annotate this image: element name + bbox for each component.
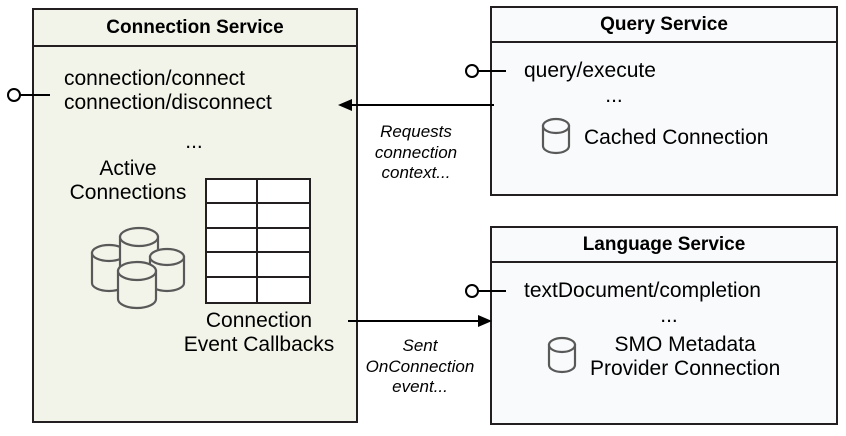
cached-connection-store: Cached Connection [540, 115, 768, 162]
connector-label-sent-onconnection-event: Sent OnConnection event... [365, 336, 475, 397]
table-cell [207, 204, 258, 229]
table-cell [258, 277, 309, 302]
smo-metadata-provider-store: SMO Metadata Provider Connection [546, 333, 780, 381]
active-connections-cylinder-cluster [82, 225, 192, 313]
table-cell [207, 228, 258, 254]
lollipop-icon-query-service[interactable] [464, 61, 506, 81]
operation-query-execute[interactable]: query/execute [524, 59, 656, 82]
table-cell [207, 180, 258, 205]
operation-disconnect[interactable]: connection/disconnect [64, 91, 272, 115]
cached-connection-label: Cached Connection [584, 126, 769, 150]
table-cell [207, 277, 258, 302]
operation-connect[interactable]: connection/connect [64, 67, 245, 90]
language-service-body: textDocument/completion ... SMO Metadata… [492, 263, 836, 423]
language-service-ellipsis: ... [660, 304, 678, 327]
query-service-body: query/execute ... Cached Connection [492, 43, 836, 194]
table-cell [258, 253, 309, 278]
component-language-service[interactable]: Language Service textDocument/completion… [490, 226, 838, 425]
connection-service-operations: connection/connect connection/disconnect [64, 67, 272, 116]
connector-connection-to-language [348, 312, 494, 330]
connection-event-callbacks-table [205, 178, 311, 304]
lollipop-icon-connection-service[interactable] [6, 85, 50, 105]
table-cell [258, 228, 309, 254]
table-cell [258, 204, 309, 229]
query-service-ellipsis: ... [605, 84, 623, 107]
query-service-title: Query Service [492, 8, 836, 43]
table-cell [207, 253, 258, 278]
table-cell [258, 180, 309, 205]
connection-service-title: Connection Service [34, 10, 356, 47]
database-cylinder-icon [540, 115, 572, 162]
connection-event-callbacks-caption: Connection Event Callbacks [183, 309, 335, 357]
connector-query-to-connection [336, 96, 494, 114]
component-connection-service[interactable]: Connection Service connection/connect co… [32, 8, 358, 423]
language-service-title: Language Service [492, 228, 836, 263]
component-query-service[interactable]: Query Service query/execute ... Cached C… [490, 6, 838, 196]
smo-metadata-provider-label: SMO Metadata Provider Connection [590, 333, 781, 381]
database-cylinder-icon [546, 334, 578, 381]
connection-service-ellipsis: ... [185, 130, 203, 153]
connection-service-body: connection/connect connection/disconnect… [34, 47, 356, 421]
operation-textdocument-completion[interactable]: textDocument/completion [524, 279, 761, 302]
connector-label-requests-connection-context: Requests connection context... [374, 122, 458, 183]
active-connections-caption: Active Connections [69, 157, 187, 205]
lollipop-icon-language-service[interactable] [464, 281, 506, 301]
